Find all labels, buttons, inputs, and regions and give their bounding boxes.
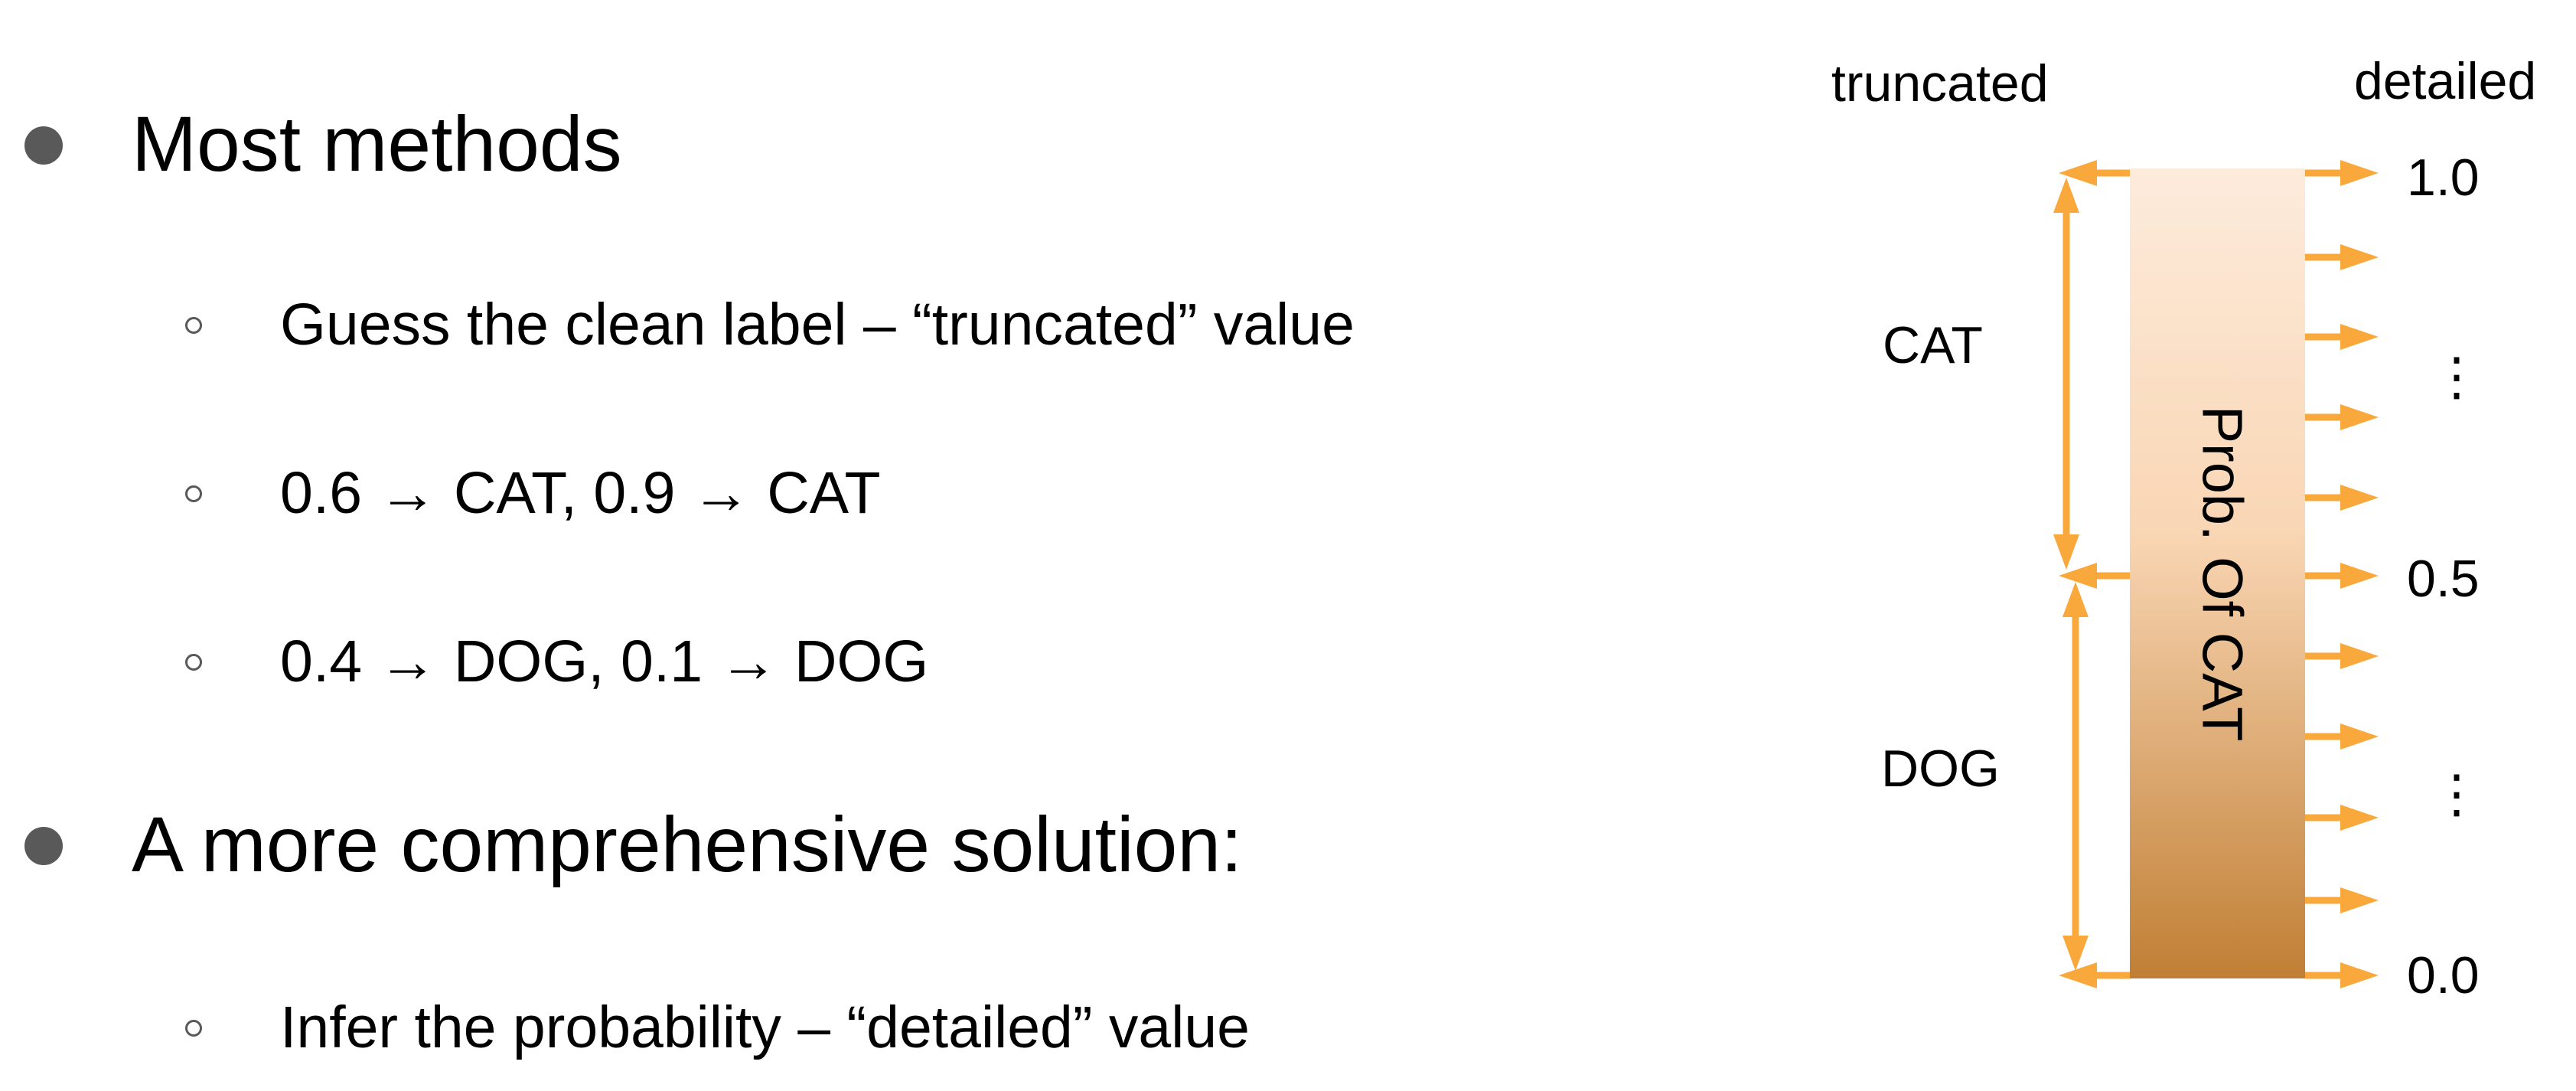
sub-bullet-cat-examples: 0.6 → CAT, 0.9 → CAT bbox=[280, 460, 881, 526]
bullet-heading-most-methods: Most methods bbox=[132, 100, 622, 188]
dog-range-arrow-head-bottom bbox=[2062, 936, 2089, 971]
sub-bullet-infer-probability: Infer the probability – “detailed” value bbox=[280, 995, 1250, 1060]
detailed-arrowhead bbox=[2340, 324, 2379, 350]
sub-bullet-dog-examples: 0.4 → DOG, 0.1 → DOG bbox=[280, 629, 929, 694]
sub-bullet-guess-clean-label: Guess the clean label – “truncated” valu… bbox=[280, 292, 1355, 358]
detailed-arrowhead bbox=[2340, 962, 2379, 988]
truncated-arrowhead bbox=[2059, 563, 2097, 589]
cat-range-arrow-head-top bbox=[2053, 178, 2079, 213]
tick-label-1-0: 1.0 bbox=[2407, 149, 2480, 207]
probability-bar-label: Prob. Of CAT bbox=[2190, 406, 2254, 742]
bullet-dot bbox=[24, 827, 63, 865]
probability-bar bbox=[2130, 168, 2305, 978]
detailed-arrowhead bbox=[2340, 485, 2379, 511]
sub-bullet-ring bbox=[185, 485, 202, 502]
sub-bullet-ring bbox=[185, 1020, 202, 1037]
detailed-arrowhead bbox=[2340, 404, 2379, 430]
sub-bullet-ring bbox=[185, 317, 202, 334]
class-label-cat: CAT bbox=[1883, 316, 1983, 374]
detailed-arrowhead bbox=[2340, 563, 2379, 589]
class-label-dog: DOG bbox=[1881, 740, 2000, 798]
truncated-arrowhead bbox=[2059, 160, 2097, 186]
dog-range-arrow-head-top bbox=[2062, 582, 2089, 617]
tick-label-0-5: 0.5 bbox=[2407, 550, 2480, 608]
tick-label-0-0: 0.0 bbox=[2407, 946, 2480, 1004]
detailed-arrowhead bbox=[2340, 887, 2379, 913]
sub-bullet-ring bbox=[185, 654, 202, 671]
arrows-group bbox=[2053, 160, 2379, 988]
detailed-header: detailed bbox=[2354, 52, 2537, 110]
detailed-arrowhead bbox=[2340, 724, 2379, 750]
truncated-header: truncated bbox=[1831, 54, 2049, 113]
detailed-arrowhead bbox=[2340, 244, 2379, 270]
tick-ellipsis-upper: ⋮ bbox=[2431, 348, 2483, 406]
detailed-arrowhead bbox=[2340, 805, 2379, 831]
tick-ellipsis-lower: ⋮ bbox=[2431, 765, 2483, 823]
detailed-arrowhead bbox=[2340, 643, 2379, 669]
bullet-heading-comprehensive: A more comprehensive solution: bbox=[132, 801, 1243, 888]
cat-range-arrow-head-bottom bbox=[2053, 534, 2079, 570]
detailed-arrowhead bbox=[2340, 160, 2379, 186]
bullet-dot bbox=[24, 126, 63, 165]
truncated-arrowhead bbox=[2059, 962, 2097, 988]
